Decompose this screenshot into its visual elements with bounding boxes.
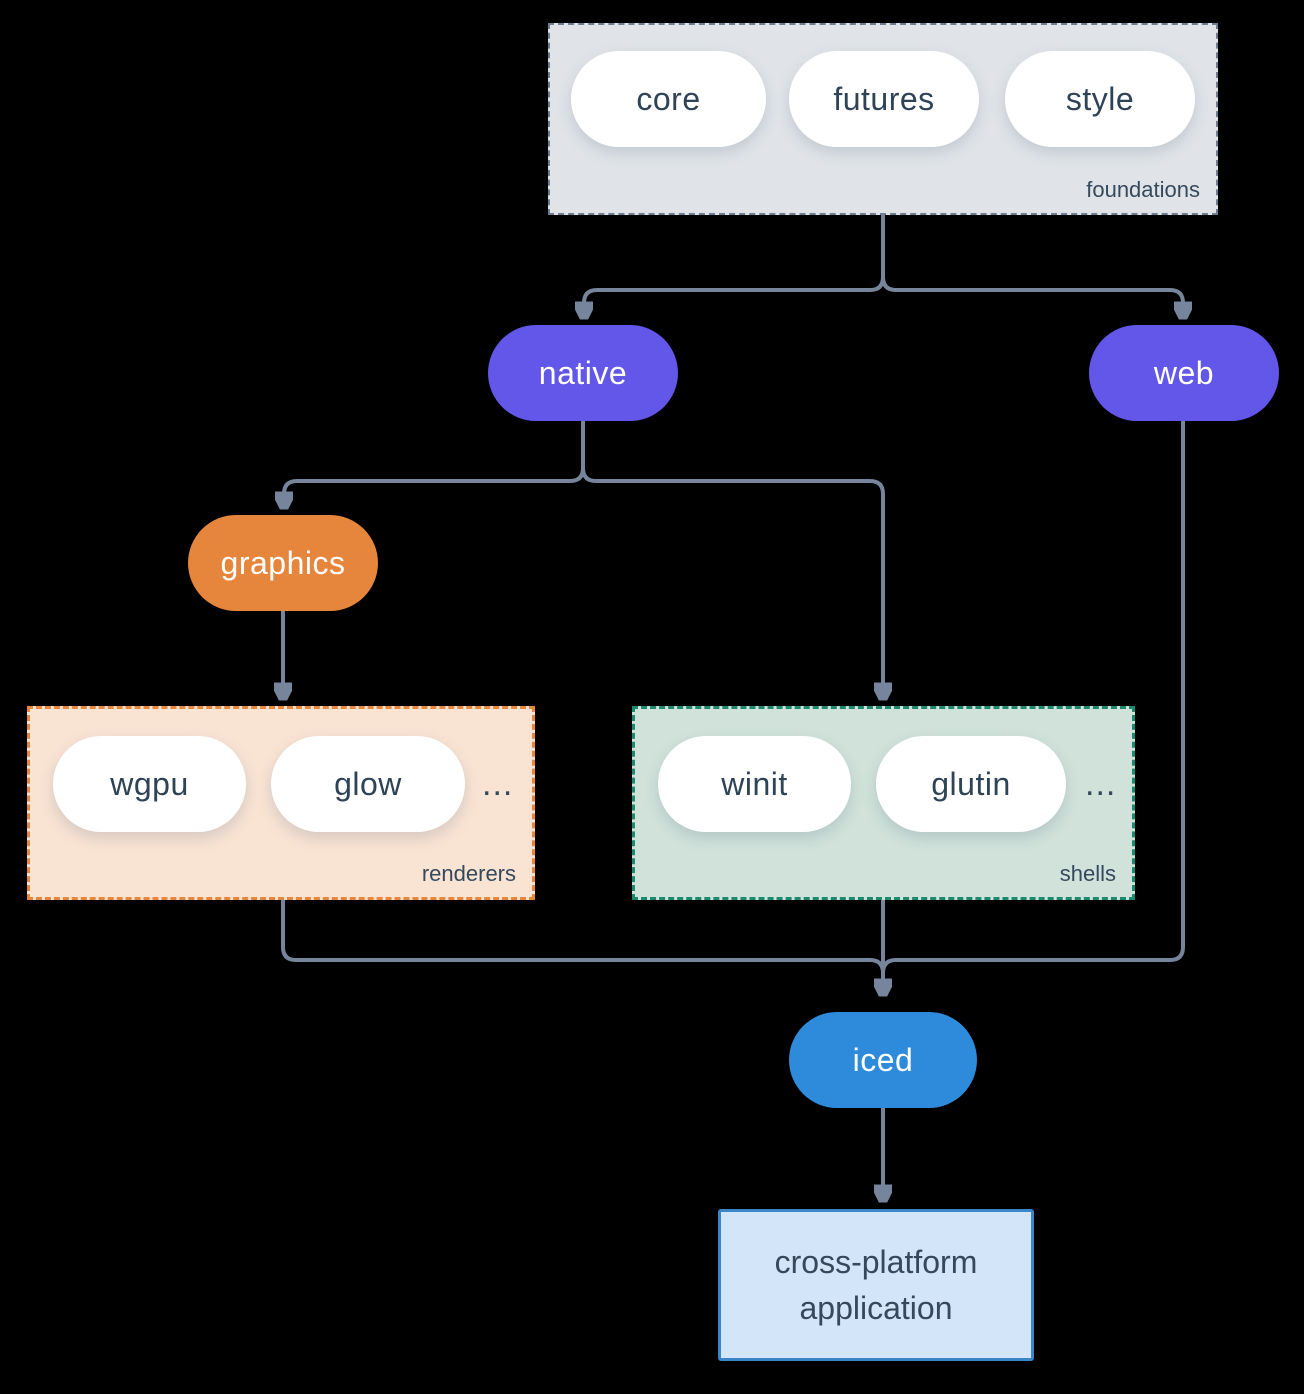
group-renderers-label: renderers xyxy=(421,861,516,886)
edge-renderers-merge xyxy=(281,900,885,974)
edge-native-graphics-arrow xyxy=(284,467,585,507)
edge-foundations-native-arrow xyxy=(584,276,885,317)
group-shells: winit glutin ... shells xyxy=(632,706,1135,900)
node-core: core xyxy=(571,51,766,147)
node-wgpu: wgpu xyxy=(53,736,246,832)
edge-foundations-web-arrow xyxy=(881,276,1183,317)
shells-ellipsis: ... xyxy=(1085,764,1117,803)
group-foundations-label: foundations xyxy=(1086,177,1200,202)
group-renderers: wgpu glow ... renderers xyxy=(27,706,535,900)
node-iced: iced xyxy=(789,1012,977,1108)
node-native: native xyxy=(488,325,678,421)
edge-native-shells-arrow xyxy=(581,467,883,698)
renderers-ellipsis: ... xyxy=(482,764,514,803)
group-shells-label: shells xyxy=(1059,861,1116,886)
node-graphics: graphics xyxy=(188,515,378,611)
group-foundations: core futures style foundations xyxy=(548,23,1218,215)
node-style: style xyxy=(1005,51,1195,147)
node-futures: futures xyxy=(789,51,979,147)
node-web: web xyxy=(1089,325,1279,421)
node-glutin: glutin xyxy=(876,736,1066,832)
node-cross-platform-application: cross-platform application xyxy=(718,1209,1034,1361)
node-glow: glow xyxy=(271,736,465,832)
node-winit: winit xyxy=(658,736,851,832)
